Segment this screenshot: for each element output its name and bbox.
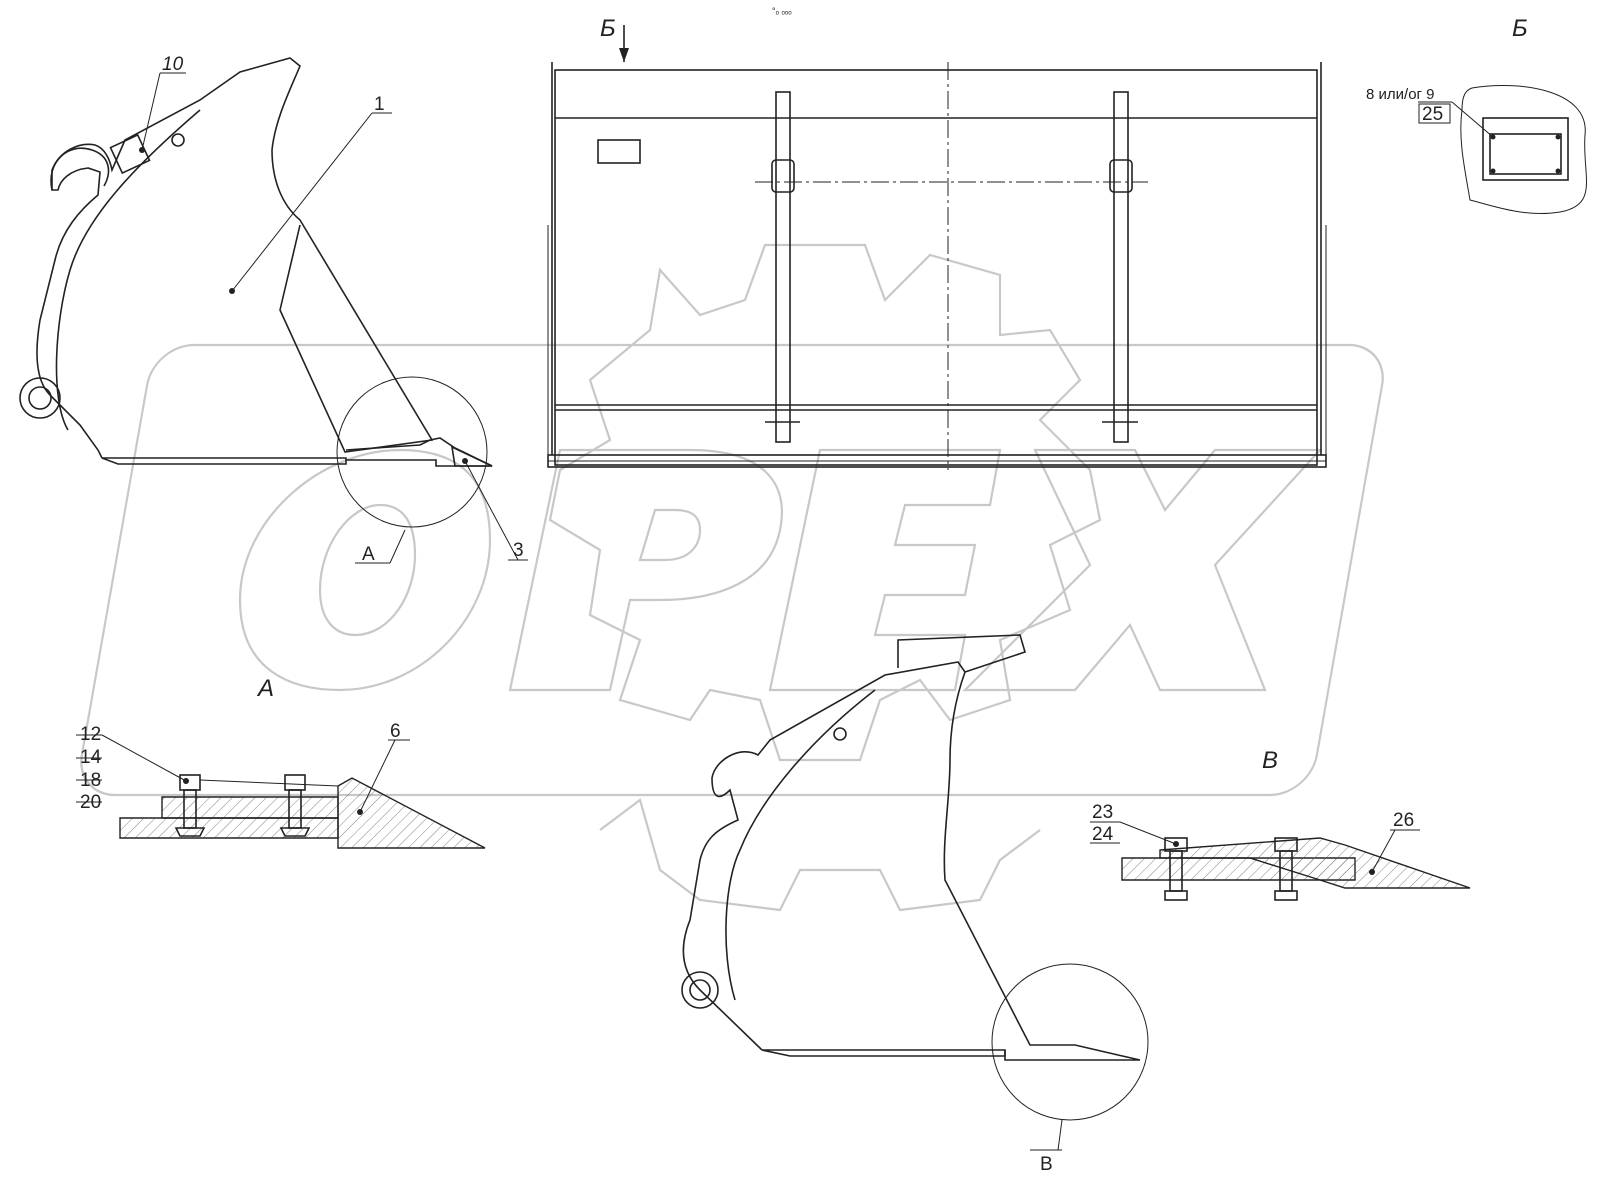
- front-nameplate: [597, 139, 641, 164]
- leader-12: [101, 734, 187, 782]
- detail-a-tooth-6: [337, 777, 486, 849]
- callout-25: 25: [1422, 104, 1443, 125]
- variant-bucket-spill-guard: [897, 634, 1026, 673]
- watermark-gear: [548, 243, 1102, 762]
- callout-26: 26: [1393, 810, 1414, 831]
- detail-b: [1418, 85, 1588, 215]
- detail-v-tooth-26: [1159, 837, 1471, 889]
- bucket-side-plate: [109, 133, 151, 175]
- leader-1: [231, 112, 373, 292]
- leader-6: [359, 739, 396, 813]
- callout-6: 6: [390, 721, 401, 742]
- detail-v: [1090, 821, 1471, 901]
- callout-10: 10: [162, 54, 184, 75]
- view-label-b-arrow: Б: [600, 15, 616, 42]
- bucket-pivot-outer: [19, 377, 61, 419]
- bucket-pivot-inner: [28, 386, 52, 410]
- callout-12: 12: [80, 724, 101, 745]
- variant-pivot-inner: [689, 979, 711, 1001]
- watermark-letter-o: [238, 448, 492, 692]
- variant-bucket-outline: [682, 661, 1141, 1061]
- leader-8-9: [1451, 101, 1494, 138]
- view-label-a-detail: А: [256, 675, 274, 702]
- detail-a-bolt-left: [174, 774, 206, 837]
- detail-a-circle: [336, 376, 488, 528]
- bucket-front-view: [547, 25, 1327, 470]
- watermark-letter-e: [768, 448, 1002, 692]
- detail-v-bolt-left: [1164, 837, 1188, 901]
- callout-23: 23: [1092, 802, 1113, 823]
- bucket-side-view-variant: [681, 634, 1149, 1151]
- bucket-hook: [50, 147, 110, 191]
- callout-14: 14: [80, 747, 102, 768]
- leader-a: [389, 529, 406, 564]
- callout-3: 3: [513, 540, 524, 561]
- callout-20: 20: [80, 792, 101, 813]
- watermark-plate: [80, 343, 1384, 797]
- variant-bucket-inner: [725, 689, 876, 1001]
- detail-a-wear-plate: [161, 796, 339, 819]
- leader-10: [141, 72, 161, 151]
- variant-pivot-outer: [681, 971, 719, 1009]
- front-frame: [554, 69, 1318, 466]
- bucket-bottom-plate: [101, 457, 347, 465]
- bucket-side-inner: [55, 109, 201, 431]
- variant-side-hole: [833, 727, 847, 741]
- front-arm-left: [756, 91, 810, 466]
- detail-b-plate: [1482, 117, 1569, 181]
- watermark-gear-lower: [599, 798, 1041, 912]
- leader-3: [464, 460, 519, 561]
- view-label-v-detail: В: [1262, 747, 1278, 774]
- watermark: [80, 243, 1384, 912]
- bucket-side-hole: [171, 133, 185, 147]
- front-arm-right: [1094, 91, 1148, 466]
- callout-8-or-9: 8 или/ог 9: [1366, 86, 1435, 103]
- watermark-letter-x: [962, 448, 1323, 692]
- watermark-letter-p: [508, 448, 783, 692]
- variant-bucket-bottom: [761, 1049, 1006, 1057]
- leader-23: [1119, 821, 1177, 845]
- top-stamp: °ₒ ₒₒₒ: [772, 6, 792, 16]
- bucket-tooth: [450, 445, 493, 467]
- detail-v-circle: [991, 963, 1149, 1121]
- callout-v: В: [1040, 1154, 1053, 1175]
- bucket-side-outline: [36, 57, 434, 459]
- view-label-b-detail: Б: [1512, 15, 1528, 42]
- callout-a: А: [362, 544, 375, 565]
- bucket-side-view: [19, 57, 528, 564]
- callout-18: 18: [80, 770, 101, 791]
- detail-v-bolt-right: [1274, 837, 1298, 901]
- leader-26: [1371, 829, 1396, 873]
- callout-1: 1: [374, 94, 385, 115]
- detail-a-bolt-right: [279, 774, 311, 837]
- callout-24: 24: [1092, 824, 1114, 845]
- leader-v: [1057, 1119, 1063, 1151]
- detail-a: [76, 734, 486, 849]
